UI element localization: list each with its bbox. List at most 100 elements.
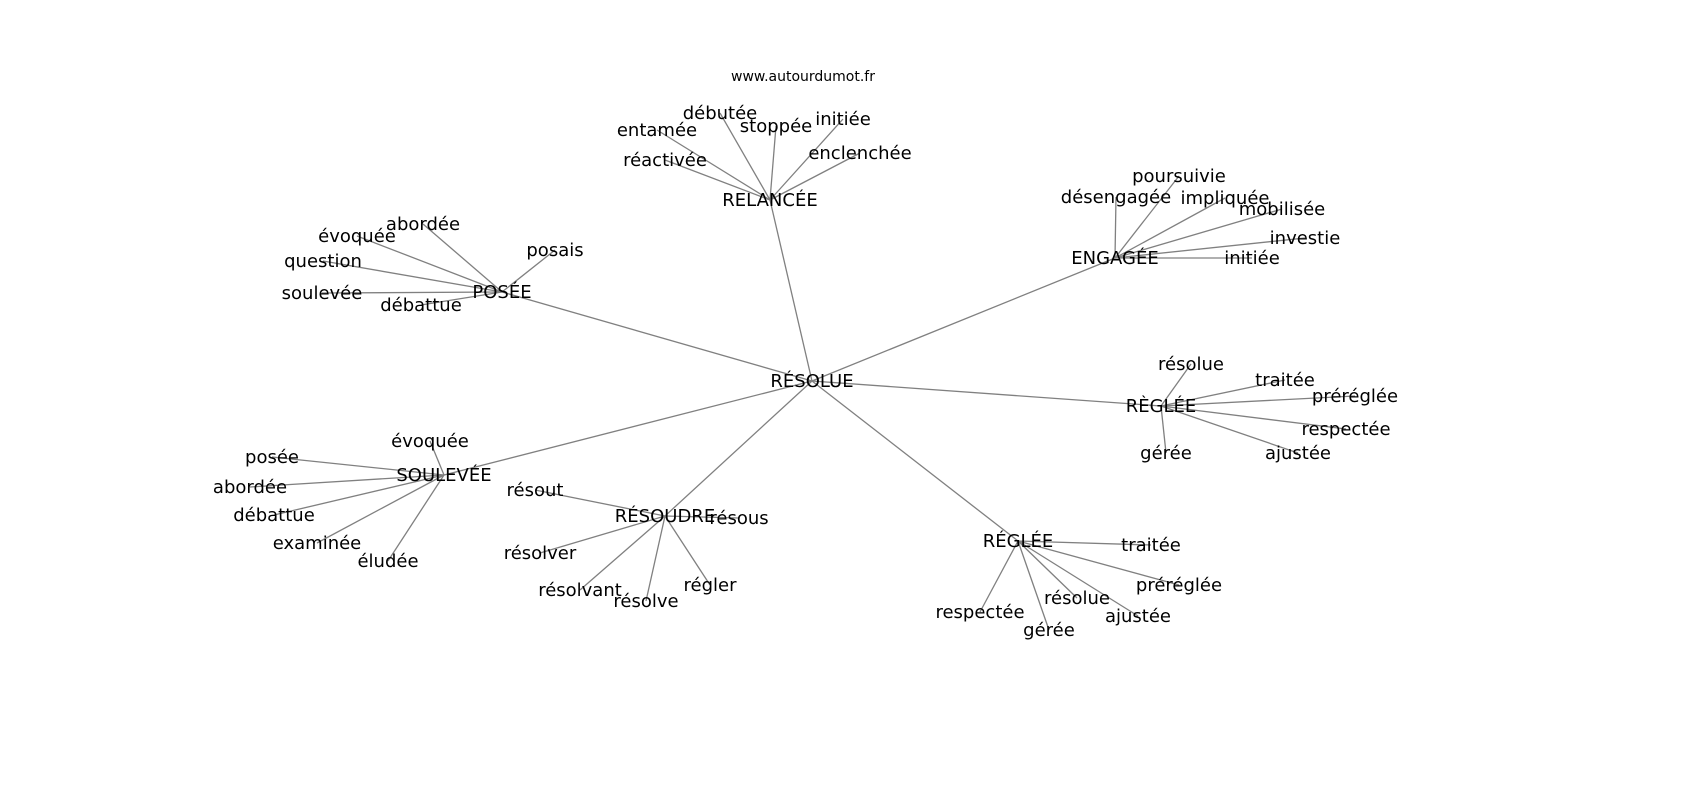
group-node: SOULEVÉE: [396, 464, 491, 486]
word-node: désengagée: [1061, 187, 1171, 208]
word-node: stoppée: [740, 116, 812, 137]
edge-group-to-word: [769, 125, 777, 201]
edge-group-to-word: [664, 515, 711, 586]
word-node: posais: [526, 240, 583, 261]
word-node: résolver: [504, 543, 577, 564]
edge-root-to-group: [443, 380, 813, 476]
edge-group-to-word: [719, 112, 771, 201]
edge-group-to-word: [271, 456, 445, 476]
edge-group-to-word: [1160, 363, 1192, 407]
group-node: RÉGLÉE: [983, 530, 1054, 552]
edge-group-to-word: [645, 515, 666, 602]
edge-group-to-word: [1160, 405, 1347, 430]
word-node: investie: [1270, 228, 1341, 249]
word-node: enclenchée: [808, 143, 911, 164]
group-node: RELANCÉE: [722, 189, 817, 211]
word-node: résous: [709, 508, 768, 529]
edge-group-to-word: [322, 260, 503, 293]
edge-group-to-word: [1017, 540, 1180, 586]
edge-group-to-word: [534, 489, 666, 517]
edge-group-to-word: [1114, 208, 1283, 259]
edge-group-to-word: [664, 159, 771, 201]
edge-group-to-word: [316, 474, 445, 544]
edge-root-to-group: [501, 291, 813, 382]
edge-group-to-word: [1114, 237, 1306, 259]
word-node: résolue: [1044, 588, 1110, 609]
word-node: respectée: [1301, 419, 1390, 440]
word-node: résolvant: [538, 580, 622, 601]
edge-group-to-word: [1017, 540, 1139, 617]
word-node: initiée: [1224, 248, 1280, 269]
edge-group-to-word: [539, 515, 666, 554]
site-title: www.autourdumot.fr: [731, 69, 875, 85]
edge-root-to-group: [769, 199, 813, 382]
edge-group-to-word: [656, 129, 771, 201]
edge-group-to-word: [420, 291, 503, 306]
edge-group-to-word: [664, 515, 740, 519]
group-node: ENGAGÉE: [1071, 247, 1158, 269]
root-node: RÉSOLUE: [770, 370, 853, 392]
edge-root-to-group: [811, 380, 1162, 407]
edge-group-to-word: [769, 118, 844, 201]
word-node: abordée: [213, 477, 287, 498]
word-node: résolve: [613, 591, 678, 612]
word-node: ajustée: [1265, 443, 1331, 464]
edge-root-to-group: [664, 380, 813, 517]
word-node: évoquée: [318, 226, 396, 247]
word-node: débutée: [683, 103, 758, 124]
edge-group-to-word: [321, 291, 503, 294]
word-node: entamée: [617, 120, 697, 141]
edge-group-to-word: [1160, 379, 1286, 407]
word-node: traitée: [1255, 370, 1315, 391]
edge-group-to-word: [1017, 540, 1152, 546]
word-node: ajustée: [1105, 606, 1171, 627]
edge-group-to-word: [979, 540, 1019, 613]
word-node: évoquée: [391, 431, 469, 452]
word-node: mobilisée: [1239, 199, 1326, 220]
group-node: RÈGLÉE: [1126, 395, 1197, 417]
word-node: impliquée: [1181, 188, 1270, 209]
word-node: question: [284, 251, 362, 272]
edge-root-to-group: [811, 257, 1116, 382]
word-node: réactivée: [623, 150, 707, 171]
word-node: préréglée: [1312, 386, 1398, 407]
edge-group-to-word: [501, 249, 556, 293]
word-node: régler: [684, 575, 738, 596]
edge-group-to-word: [249, 474, 445, 488]
word-node: éludée: [357, 551, 418, 572]
word-node: débattue: [233, 505, 315, 526]
word-node: préréglée: [1136, 575, 1222, 596]
edge-group-to-word: [1160, 405, 1167, 454]
group-node: POSÉE: [472, 281, 531, 303]
word-node: respectée: [935, 602, 1024, 623]
word-node: soulevée: [282, 283, 363, 304]
word-node: gérée: [1140, 443, 1192, 464]
edge-group-to-word: [1114, 175, 1180, 259]
edge-group-to-word: [422, 223, 503, 293]
edge-group-to-word: [1160, 395, 1356, 407]
edge-group-to-word: [769, 152, 861, 201]
edge-group-to-word: [356, 235, 503, 293]
word-node: résout: [507, 480, 564, 501]
word-node: poursuivie: [1132, 166, 1226, 187]
edge-group-to-word: [387, 474, 445, 562]
edge-group-to-word: [1017, 540, 1050, 631]
edge-group-to-word: [1114, 197, 1226, 259]
edge-group-to-word: [273, 474, 445, 516]
edge-group-to-word: [429, 440, 445, 476]
group-node: RÉSOUDRE: [615, 505, 715, 527]
word-node: résolue: [1158, 354, 1224, 375]
edge-group-to-word: [1160, 405, 1299, 454]
edge-root-to-group: [811, 380, 1019, 542]
word-node: abordée: [386, 214, 460, 235]
edge-group-to-word: [1114, 196, 1117, 259]
word-node: débattue: [380, 295, 462, 316]
word-node: posée: [245, 447, 299, 468]
word-node: gérée: [1023, 620, 1075, 641]
word-node: traitée: [1121, 535, 1181, 556]
word-node: examinée: [273, 533, 362, 554]
word-node: initiée: [815, 109, 871, 130]
edge-group-to-word: [579, 515, 666, 591]
